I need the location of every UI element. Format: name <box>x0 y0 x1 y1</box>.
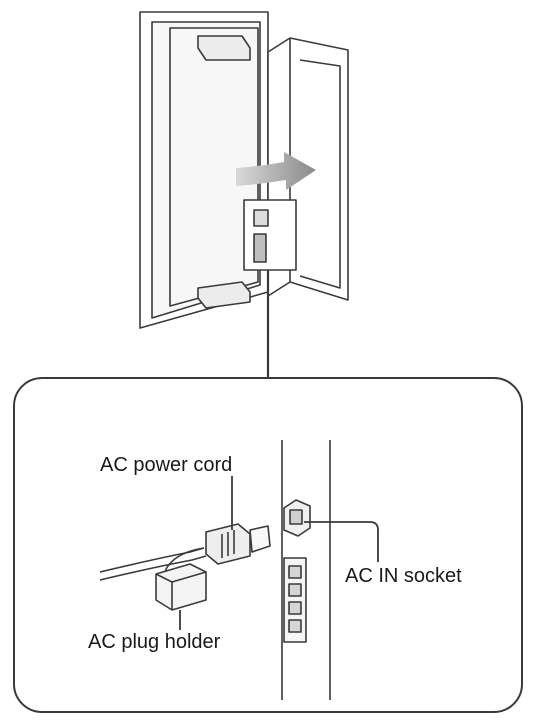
speaker-terminals-small <box>254 234 266 262</box>
label-ac-in-socket: AC IN socket <box>345 566 462 586</box>
ac-in-socket-hole <box>290 510 302 524</box>
label-ac-power-cord: AC power cord <box>100 455 232 475</box>
unit-illustration <box>140 12 348 378</box>
terminal-area <box>244 200 296 270</box>
ac-in-socket-small <box>254 210 268 226</box>
label-ac-plug-holder: AC plug holder <box>88 632 220 652</box>
terminal-3 <box>289 602 301 614</box>
terminal-4 <box>289 620 301 632</box>
terminal-1 <box>289 566 301 578</box>
terminal-2 <box>289 584 301 596</box>
upper-hinge <box>198 36 250 60</box>
